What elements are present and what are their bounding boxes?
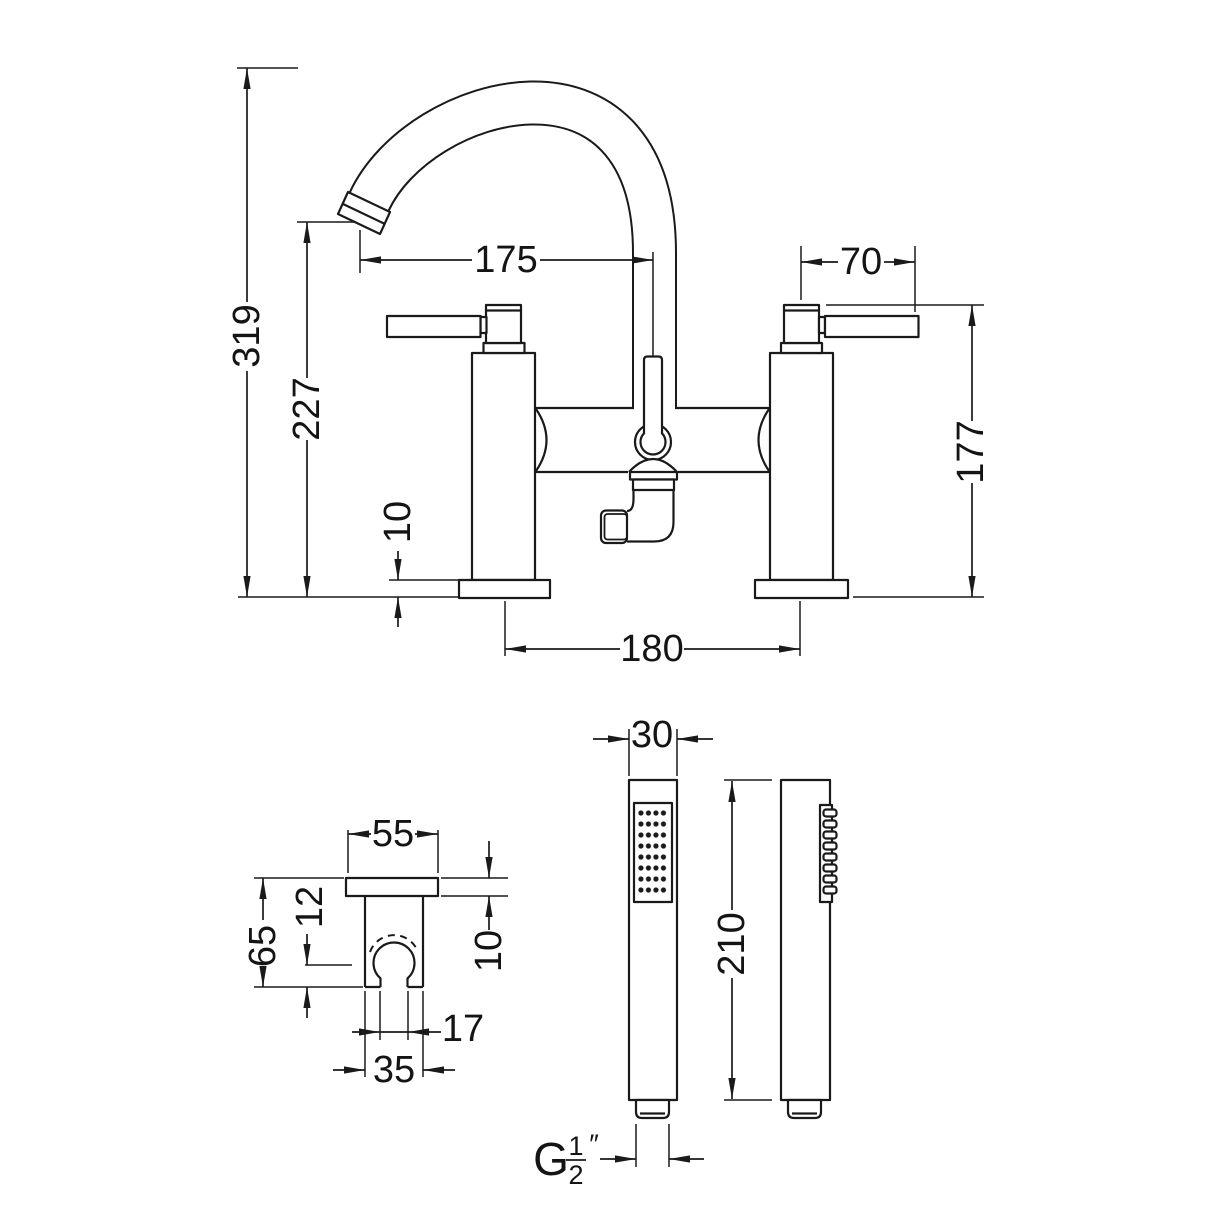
- dim-bracket-plate-width: 55: [347, 813, 439, 873]
- thread-size-prefix: G: [533, 1133, 569, 1185]
- spout-tube: [348, 80, 677, 414]
- left-base-plate: [457, 578, 552, 600]
- left-handle: [385, 303, 526, 355]
- dim-bracket-overall-height-label: 65: [242, 925, 284, 967]
- bracket-hook-cutout: [372, 941, 416, 987]
- dim-tap-centres-label: 180: [620, 628, 683, 670]
- handset-spray-plate: [632, 801, 674, 904]
- handset-spray-holes: [637, 807, 668, 896]
- dim-overall-height: 319: [226, 67, 298, 597]
- dim-bracket-slot-width: 17: [352, 991, 484, 1050]
- dim-base-plate-height: 10: [238, 501, 459, 627]
- dim-bracket-plate-thickness-label: 10: [468, 930, 510, 972]
- dim-spout-outlet-height-label: 227: [286, 377, 328, 440]
- dim-spout-reach-label: 175: [474, 239, 537, 281]
- thread-size-denominator: 2: [568, 1160, 583, 1190]
- dim-bracket-slot-width-label: 17: [442, 1008, 484, 1050]
- right-base-plate: [753, 578, 850, 600]
- spout-nozzle: [336, 190, 392, 236]
- dim-tap-centres: 180: [504, 601, 801, 670]
- dim-handset-diameter-label: 30: [631, 714, 673, 756]
- thread-size-inch-mark: ″: [589, 1129, 599, 1159]
- dim-handset-length-label: 210: [711, 912, 753, 975]
- left-pillar: [470, 351, 537, 582]
- wall-bracket-drawing: 55 10 65 12 17: [242, 813, 510, 1091]
- handset-side-view: [779, 778, 838, 1120]
- dim-bracket-plate-thickness: 10: [441, 841, 510, 972]
- dim-base-plate-height-label: 10: [377, 501, 419, 543]
- dim-overall-height-label: 319: [226, 304, 268, 367]
- right-pillar: [768, 351, 835, 582]
- dim-handle-projection: 70: [800, 241, 916, 312]
- bracket-handset-dashed-outline: [369, 934, 419, 953]
- dim-bracket-body-width: 35: [333, 991, 455, 1091]
- dim-spout-outlet-height: 227: [286, 221, 356, 597]
- dim-spout-reach: 175: [359, 230, 654, 356]
- dim-handle-projection-label: 70: [840, 241, 882, 283]
- dim-bracket-hook-depth: 12: [289, 886, 352, 1018]
- thread-size-numerator: 1: [568, 1131, 583, 1161]
- mixer-tap-drawing: 319 227 175 70 177: [226, 67, 992, 670]
- dim-bracket-overall-height: 65: [242, 877, 363, 988]
- dim-handset-length: 210: [711, 779, 772, 1101]
- bracket-plate: [344, 876, 440, 898]
- handset-front-view: [627, 778, 679, 1120]
- dim-body-height-label: 177: [950, 420, 992, 483]
- dim-bracket-hook-depth-label: 12: [289, 886, 331, 928]
- diverter-control: [633, 355, 673, 462]
- right-handle: [779, 303, 920, 355]
- hose-outlet-elbow: [599, 457, 679, 545]
- dim-bracket-body-width-label: 35: [373, 1049, 415, 1091]
- dim-bracket-plate-width-label: 55: [372, 813, 414, 855]
- dim-handset-diameter: 30: [593, 714, 713, 776]
- dim-body-height: 177: [826, 304, 992, 598]
- handset-front-connector: [634, 1098, 671, 1120]
- handset-side-nozzles: [822, 808, 838, 895]
- handset-side-connector: [786, 1098, 823, 1120]
- dim-handset-thread: G 1 2 ″: [533, 1124, 704, 1190]
